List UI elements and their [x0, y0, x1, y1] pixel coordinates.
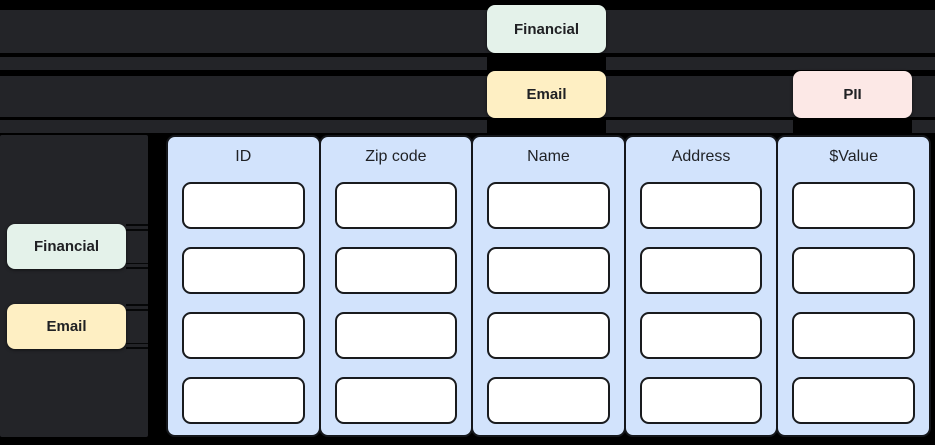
column-header-address: Address	[671, 148, 731, 165]
lane-stub-email	[126, 304, 148, 349]
column-header-zip-code: Zip code	[365, 148, 427, 165]
table-cell	[334, 182, 458, 229]
top-lane-1	[0, 10, 935, 53]
column-cells	[778, 167, 929, 424]
tag-chip-email-legend: Email	[7, 304, 126, 349]
top-lane-2	[0, 76, 935, 117]
tag-chip-financial-legend: Financial	[7, 224, 126, 269]
table-cell	[182, 312, 305, 359]
column-cells	[473, 167, 624, 424]
table-column-zip-code: Zip code	[318, 135, 474, 437]
table-cell	[639, 182, 763, 229]
table-cell	[487, 377, 610, 424]
tag-label: PII	[843, 86, 862, 103]
table-cell	[334, 377, 458, 424]
top-lane-thin-2	[0, 120, 935, 133]
table-column-id: ID	[166, 135, 321, 437]
column-cells	[626, 167, 777, 424]
tag-chip-financial-top: Financial	[487, 5, 606, 53]
table-cell	[639, 247, 763, 294]
table-cell	[334, 247, 458, 294]
table-cell	[792, 182, 915, 229]
table-cell	[792, 377, 915, 424]
column-header-id: ID	[235, 148, 252, 165]
column-cells	[168, 167, 319, 424]
tag-label: Email	[46, 318, 87, 335]
table-cell	[182, 247, 305, 294]
column-header-name: Name	[527, 148, 570, 165]
table-cell	[182, 377, 305, 424]
table-cell	[792, 247, 915, 294]
tag-label: Email	[526, 86, 567, 103]
lane-stub-financial	[126, 224, 148, 269]
table-column-name: Name	[471, 135, 626, 437]
table-cell	[487, 182, 610, 229]
data-table: ID Zip code Name	[166, 135, 931, 437]
tag-chip-email-top: Email	[487, 71, 606, 118]
table-cell	[639, 377, 763, 424]
top-lane-thin-1	[0, 57, 935, 70]
table-cell	[792, 312, 915, 359]
lane-gap-under-pii	[793, 120, 912, 133]
table-cell	[639, 312, 763, 359]
tag-legend-panel: Financial Email	[0, 135, 148, 437]
column-header-value: $Value	[829, 148, 878, 165]
tag-label: Financial	[33, 238, 100, 255]
table-cell	[182, 182, 305, 229]
table-column-value: $Value	[776, 135, 931, 437]
table-column-address: Address	[623, 135, 779, 437]
table-cell	[487, 247, 610, 294]
column-cells	[321, 167, 472, 424]
tag-label: Financial	[513, 20, 580, 38]
table-cell	[487, 312, 610, 359]
lane-gap-under-email	[487, 120, 606, 133]
tag-chip-pii-top: PII	[793, 71, 912, 118]
table-cell	[334, 312, 458, 359]
lane-gap-under-financial	[487, 57, 606, 70]
